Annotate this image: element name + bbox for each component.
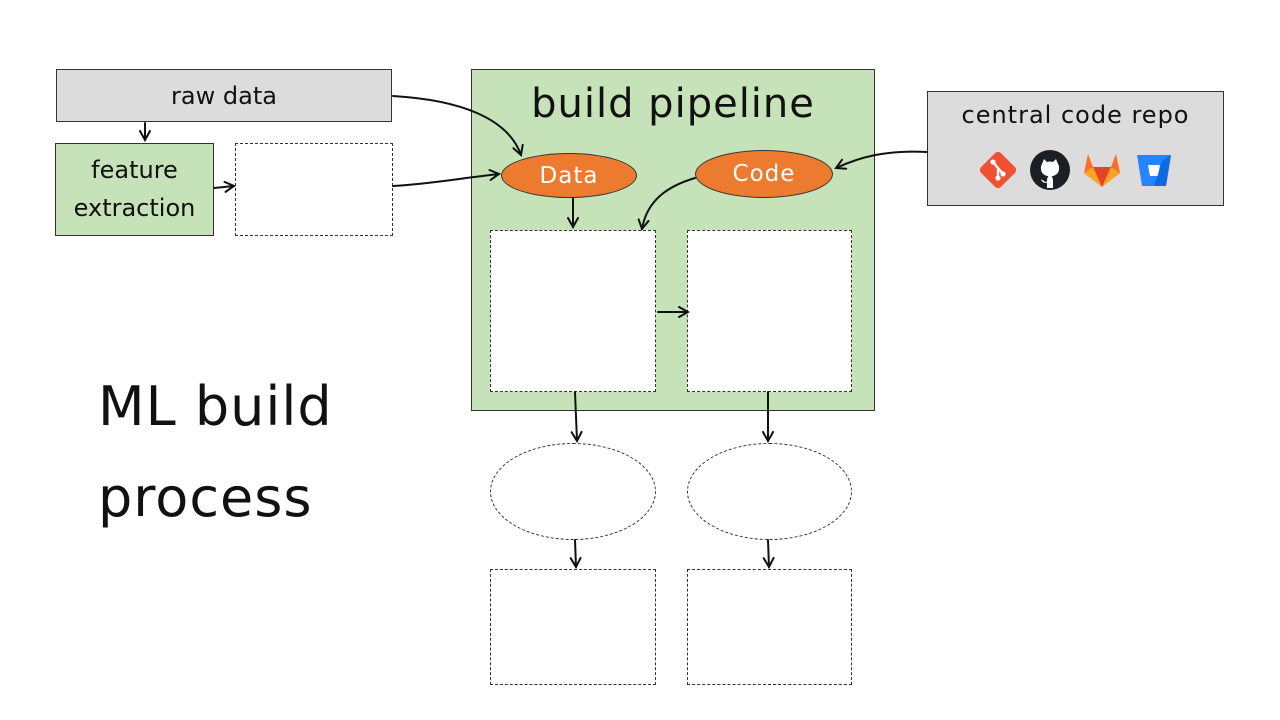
arrow-feature-to-output (213, 186, 234, 188)
repo-icons (927, 146, 1224, 194)
github-icon (1029, 150, 1070, 190)
feature-extraction-label-line1: feature (91, 156, 178, 185)
output-ellipse-left-placeholder (490, 443, 656, 540)
output-box-right-placeholder (687, 569, 852, 685)
bitbucket-icon (1136, 155, 1171, 186)
data-pill: Data (501, 153, 637, 198)
output-box-left-placeholder (490, 569, 656, 685)
output-ellipse-right-placeholder (687, 443, 852, 540)
build-pipeline-title: build pipeline (531, 81, 815, 127)
diagram-title-line1: ML build (98, 375, 333, 438)
feature-output-placeholder (235, 143, 393, 236)
feature-extraction-box: feature extraction (55, 143, 214, 236)
git-icon (979, 151, 1016, 189)
raw-data-box: raw data (56, 69, 392, 122)
arrow-ellipse-right-down (768, 539, 769, 567)
diagram-title-line2: process (98, 465, 313, 529)
code-pill: Code (695, 150, 833, 198)
pipeline-step-left-placeholder (490, 230, 656, 392)
arrow-ellipse-left-down (575, 539, 576, 567)
central-code-repo-box (927, 91, 1224, 206)
gitlab-icon (1083, 154, 1120, 187)
pipeline-step-right-placeholder (687, 230, 852, 392)
central-code-repo-title: central code repo (961, 101, 1190, 129)
diagram-title: ML build process (98, 362, 428, 543)
feature-extraction-label-line2: extraction (73, 193, 196, 222)
